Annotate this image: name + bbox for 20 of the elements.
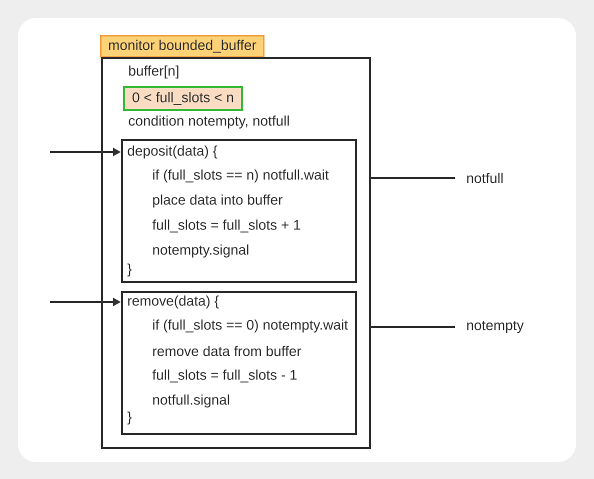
code-line: if (full_slots == 0) notempty.wait [153, 319, 348, 333]
declaration-text: buffer[n] [129, 65, 178, 79]
declaration-text: condition notempty, notfull [128, 115, 289, 129]
connector-line [371, 177, 455, 179]
code-line: full_slots = full_slots + 1 [152, 220, 300, 232]
code-line: remove(data) { [128, 295, 219, 309]
code-line: if (full_slots == n) notfull.wait [153, 169, 329, 183]
code-line: notempty.signal [153, 244, 248, 258]
invariant-box: 0 < full_slots < n [123, 86, 243, 111]
code-line: remove data from buffer [153, 346, 302, 356]
code-line: } [127, 411, 132, 425]
code-line: notfull.signal [153, 394, 230, 408]
connector-line [371, 326, 455, 328]
condition-label: notempty [467, 321, 524, 333]
code-line: deposit(data) { [128, 145, 218, 159]
code-line: place data into buffer [153, 194, 282, 208]
monitor-title-tab: monitor bounded_buffer [100, 35, 264, 58]
code-line: } [127, 263, 132, 277]
condition-label: notfull [467, 172, 503, 184]
code-line: full_slots = full_slots - 1 [152, 370, 297, 382]
